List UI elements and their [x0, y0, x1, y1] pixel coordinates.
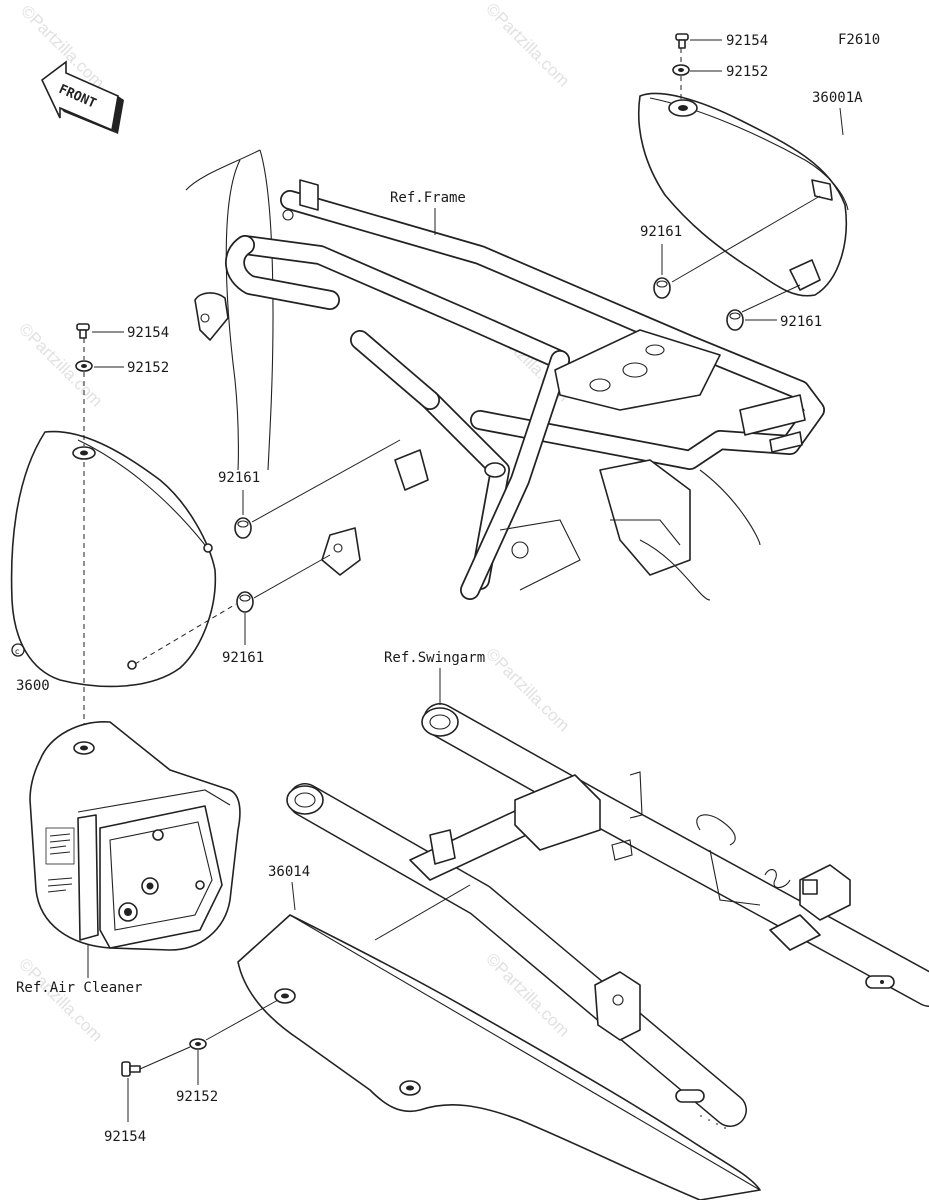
chain-guard-36014[interactable] — [237, 914, 761, 1200]
label-36001a: 36001A — [812, 90, 863, 106]
watermark: ©Partzilla.com — [15, 954, 106, 1045]
label-92161-left-lower: 92161 — [222, 650, 264, 666]
right-side-cover-36001a[interactable] — [637, 92, 849, 297]
grommet-92161-right-lower[interactable] — [726, 309, 744, 331]
washer-92152-bottom[interactable] — [189, 1038, 207, 1050]
copyright-logo-mark: c — [11, 643, 25, 657]
grommet-92161-left-upper[interactable] — [234, 517, 252, 539]
label-ref-frame: Ref.Frame — [390, 190, 466, 206]
air-cleaner-assembly — [29, 721, 241, 951]
label-92154-top: 92154 — [726, 33, 768, 49]
label-92152-left: 92152 — [127, 360, 169, 376]
label-92152-bottom: 92152 — [176, 1089, 218, 1105]
bolt-92154-top[interactable] — [675, 33, 689, 49]
label-92161-left-upper: 92161 — [218, 470, 260, 486]
grommet-92161-left-lower[interactable] — [236, 591, 254, 613]
washer-92152-top[interactable] — [672, 64, 690, 76]
label-3600-left: 3600 — [16, 678, 50, 694]
label-92152-top: 92152 — [726, 64, 768, 80]
label-92154-bottom: 92154 — [104, 1129, 146, 1145]
label-92154-left: 92154 — [127, 325, 169, 341]
figure-code: F2610 — [838, 32, 880, 48]
grommet-92161-right-upper[interactable] — [653, 277, 671, 299]
washer-92152-left[interactable] — [75, 360, 93, 372]
front-direction-arrow: FRONT — [40, 60, 124, 134]
watermark: ©Partzilla.com — [482, 0, 573, 90]
label-ref-swingarm: Ref.Swingarm — [384, 650, 485, 666]
label-ref-air-cleaner: Ref.Air Cleaner — [16, 980, 142, 996]
left-side-cover[interactable] — [10, 430, 217, 688]
frame-assembly — [185, 149, 825, 601]
swingarm-assembly — [286, 703, 929, 1129]
bolt-92154-left[interactable] — [76, 323, 90, 339]
label-92161-right-lower: 92161 — [780, 314, 822, 330]
bolt-92154-bottom[interactable] — [121, 1061, 141, 1077]
label-92161-right-upper: 92161 — [640, 224, 682, 240]
label-36014: 36014 — [268, 864, 310, 880]
svg-text:c: c — [15, 647, 19, 656]
watermark: ©Partzilla.com — [482, 644, 573, 735]
